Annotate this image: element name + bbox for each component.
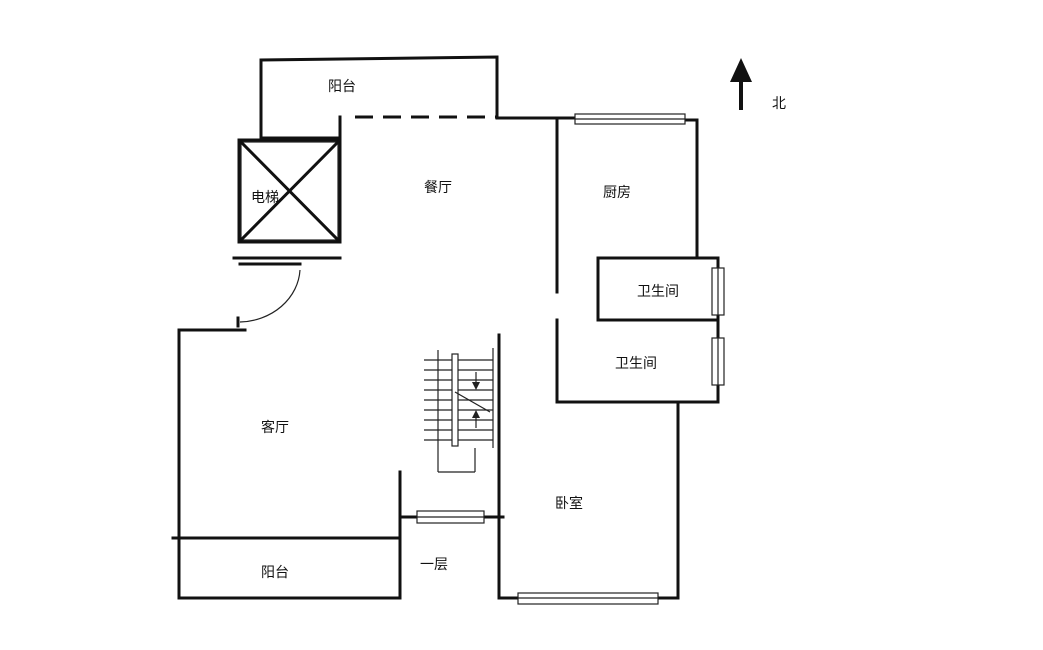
north-arrow-icon — [730, 58, 752, 110]
elevator-cross-icon — [238, 139, 341, 243]
entry-door-swing-icon — [236, 269, 301, 328]
room-label-balcony-top: 阳台 — [328, 79, 356, 95]
room-label-bathroom-2: 卫生间 — [615, 356, 657, 372]
room-label-living: 客厅 — [261, 419, 289, 436]
room-label-kitchen: 厨房 — [603, 185, 631, 201]
room-label-balcony-bottom: 阳台 — [261, 565, 289, 581]
north-label: 北 — [772, 96, 786, 112]
room-label-dining: 餐厅 — [424, 180, 452, 196]
room-label-elevator: 电梯 — [251, 190, 279, 206]
windows — [416, 113, 725, 605]
room-label-bathroom-1: 卫生间 — [637, 284, 679, 300]
staircase-icon — [424, 348, 494, 473]
walls — [171, 55, 720, 600]
floor-label: 一层 — [420, 557, 448, 573]
room-label-bedroom: 卧室 — [555, 495, 583, 512]
